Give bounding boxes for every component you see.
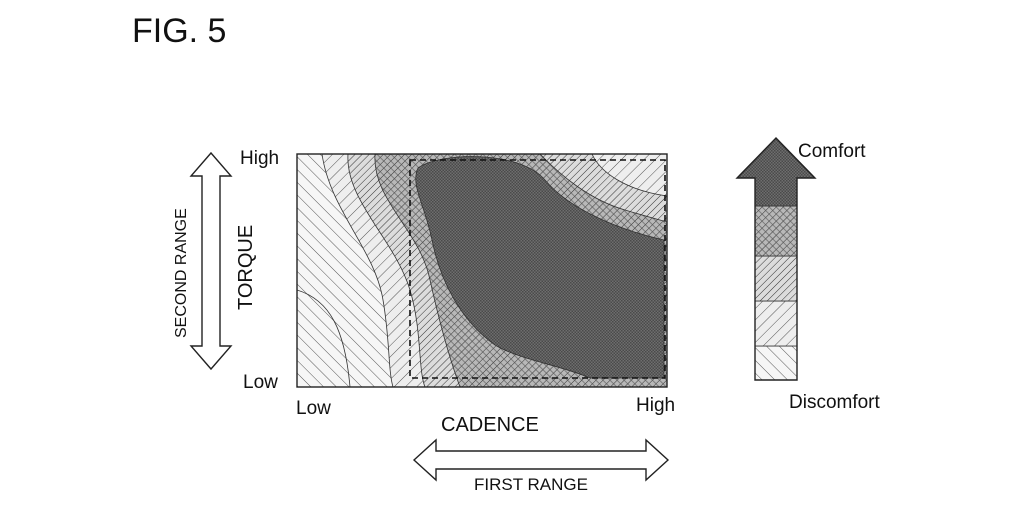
map-frame (296, 153, 668, 388)
y-axis-high-label: High (240, 148, 279, 169)
comfort-map (297, 154, 667, 387)
legend-level-3 (754, 255, 798, 302)
y-axis-low-label: Low (243, 372, 278, 393)
legend-level-1 (754, 345, 798, 381)
first-range-label: FIRST RANGE (474, 475, 588, 494)
comfort-legend (735, 136, 817, 381)
range-selection-box (409, 159, 666, 379)
figure-title: FIG. 5 (132, 12, 226, 50)
legend-top-label: Comfort (798, 141, 866, 162)
second-range-arrow (189, 151, 233, 371)
legend-bottom-label: Discomfort (789, 392, 881, 413)
region-level-5 (415, 156, 665, 379)
legend-level-4 (754, 205, 798, 257)
first-range-arrow (412, 438, 670, 482)
second-range-label: SECOND RANGE (173, 208, 190, 338)
legend-arrow-outline (735, 136, 817, 381)
y-axis-title: TORQUE (235, 225, 257, 310)
x-axis-title: CADENCE (441, 414, 539, 436)
legend-level-2 (754, 300, 798, 347)
x-axis-high-label: High (636, 395, 675, 416)
x-axis-low-label: Low (296, 398, 331, 419)
